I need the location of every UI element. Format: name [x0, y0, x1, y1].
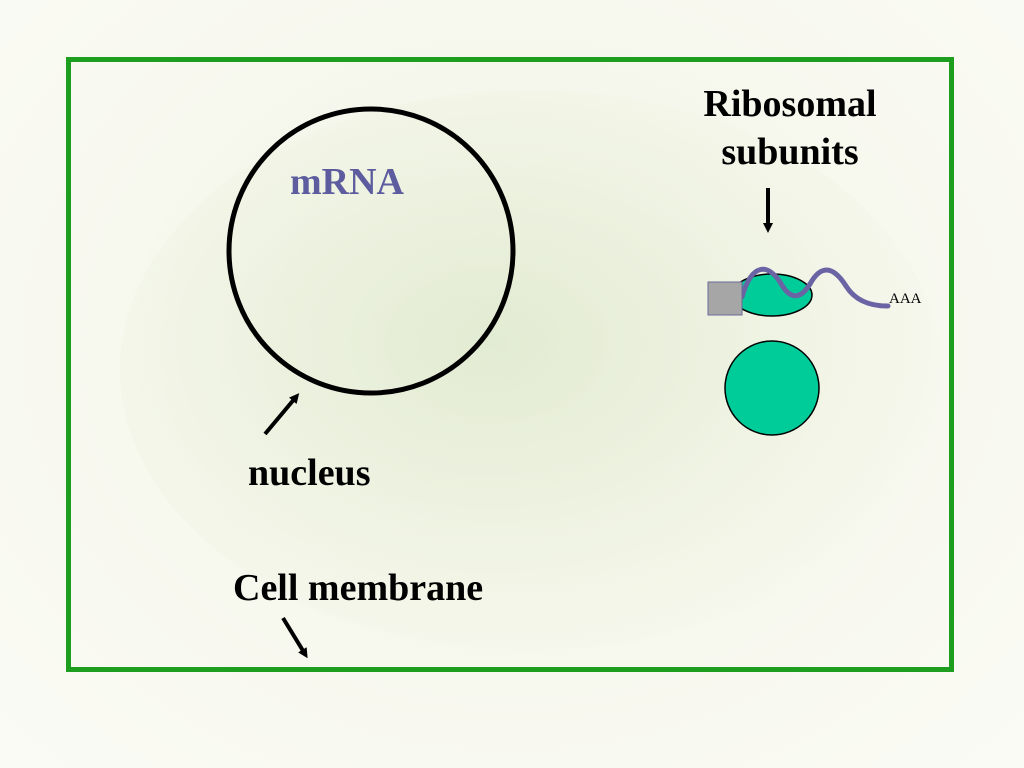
ribosomal-subunits-label: Ribosomal subunits — [660, 80, 920, 176]
mrna-label: mRNA — [290, 161, 404, 203]
nucleus-arrow — [263, 393, 300, 436]
ribosomal-label-line1: Ribosomal — [703, 83, 877, 125]
poly-a-tail-label: AAA — [889, 291, 922, 307]
nucleus-circle — [226, 106, 516, 396]
small-ribosomal-subunit — [724, 340, 820, 436]
five-prime-cap — [707, 281, 743, 316]
cell-membrane-box — [66, 57, 954, 672]
cell-membrane-label: Cell membrane — [233, 567, 484, 609]
membrane-arrow — [281, 616, 308, 659]
nucleus-label: nucleus — [248, 452, 371, 494]
ribosomal-label-line2: subunits — [721, 131, 859, 173]
mrna-strand — [739, 266, 891, 309]
